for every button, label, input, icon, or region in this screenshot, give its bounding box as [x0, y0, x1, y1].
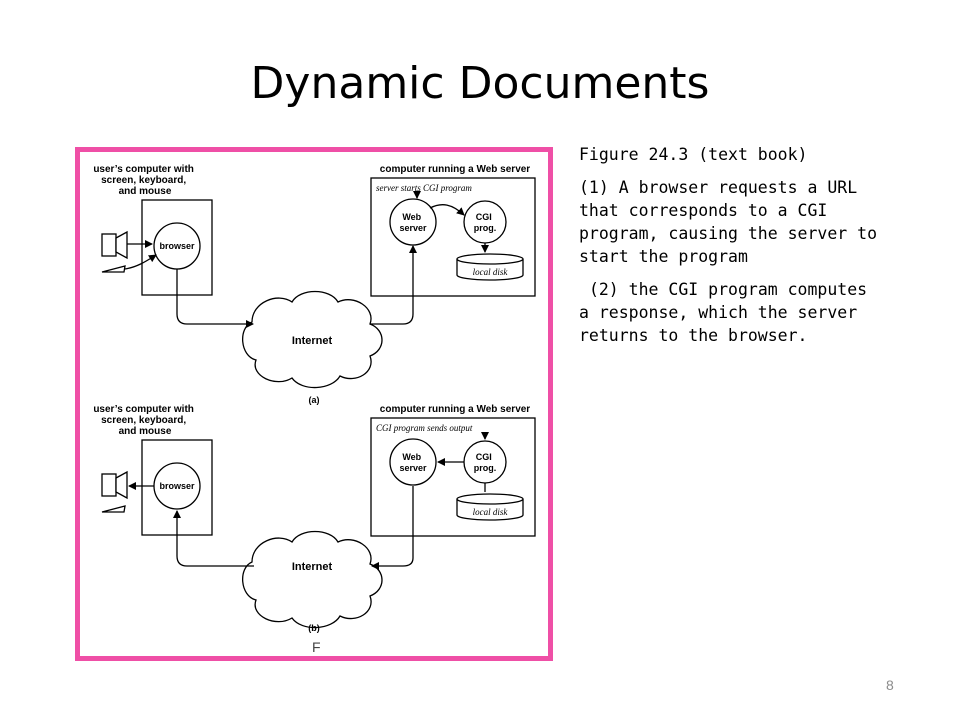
- server-label: computer running a Web server: [380, 164, 531, 175]
- start-cgi-arrow: [429, 204, 465, 216]
- web-server-label: Web server: [399, 452, 427, 473]
- server-note: CGI program sends output: [376, 423, 473, 433]
- panel-a: user’s computer with screen, keyboard, a…: [93, 164, 536, 405]
- internet-label: Internet: [292, 561, 333, 573]
- cgi-program-label: CGI prog.: [474, 212, 497, 233]
- local-disk-label: local disk: [473, 507, 509, 517]
- browser-label: browser: [159, 241, 195, 251]
- internet-label: Internet: [292, 335, 333, 347]
- server-label: computer running a Web server: [380, 404, 531, 415]
- screen-icon: [101, 470, 128, 500]
- web-server-node: [389, 438, 437, 486]
- figure-corner-letter: F: [312, 639, 321, 655]
- browser-label: browser: [159, 481, 195, 491]
- request-path-server: [370, 245, 417, 325]
- cgi-diagram: user’s computer with screen, keyboard, a…: [93, 164, 536, 655]
- internet-cloud: [242, 530, 383, 629]
- local-disk-icon: [456, 253, 524, 281]
- screen-icon: [101, 230, 128, 260]
- figure-frame: user’s computer with screen, keyboard, a…: [75, 147, 553, 661]
- caption-step-2: (2) the CGI program computes a response,…: [579, 280, 878, 345]
- server-note: server starts CGI program: [376, 183, 472, 193]
- caption-step-1: (1) A browser requests a URL that corres…: [579, 178, 878, 266]
- slide-title: Dynamic Documents: [250, 58, 710, 109]
- panel-b: user’s computer with screen, keyboard, a…: [93, 404, 536, 633]
- web-server-node: [389, 198, 437, 246]
- response-path-server: [371, 486, 414, 570]
- cgi-program-node: [463, 200, 507, 244]
- figure-caption: Figure 24.3 (text book) (1) A browser re…: [579, 143, 879, 357]
- keyboard-link: [124, 254, 157, 270]
- panel-sublabel: (a): [309, 395, 320, 405]
- cgi-program-node: [463, 440, 507, 484]
- local-disk-label: local disk: [473, 267, 509, 277]
- caption-heading: Figure 24.3 (text book): [579, 145, 808, 164]
- keyboard-icon: [101, 505, 126, 513]
- client-label: user’s computer with screen, keyboard, a…: [93, 404, 196, 437]
- internet-cloud: [242, 290, 383, 389]
- client-label: user’s computer with screen, keyboard, a…: [93, 164, 196, 197]
- response-path-client: [173, 510, 254, 567]
- page-number: 8: [886, 677, 894, 693]
- web-server-label: Web server: [399, 212, 427, 233]
- local-disk-icon: [456, 493, 524, 521]
- panel-sublabel: (b): [308, 623, 320, 633]
- request-path-client: [176, 269, 254, 328]
- cgi-program-label: CGI prog.: [474, 452, 497, 473]
- keyboard-icon: [101, 265, 126, 273]
